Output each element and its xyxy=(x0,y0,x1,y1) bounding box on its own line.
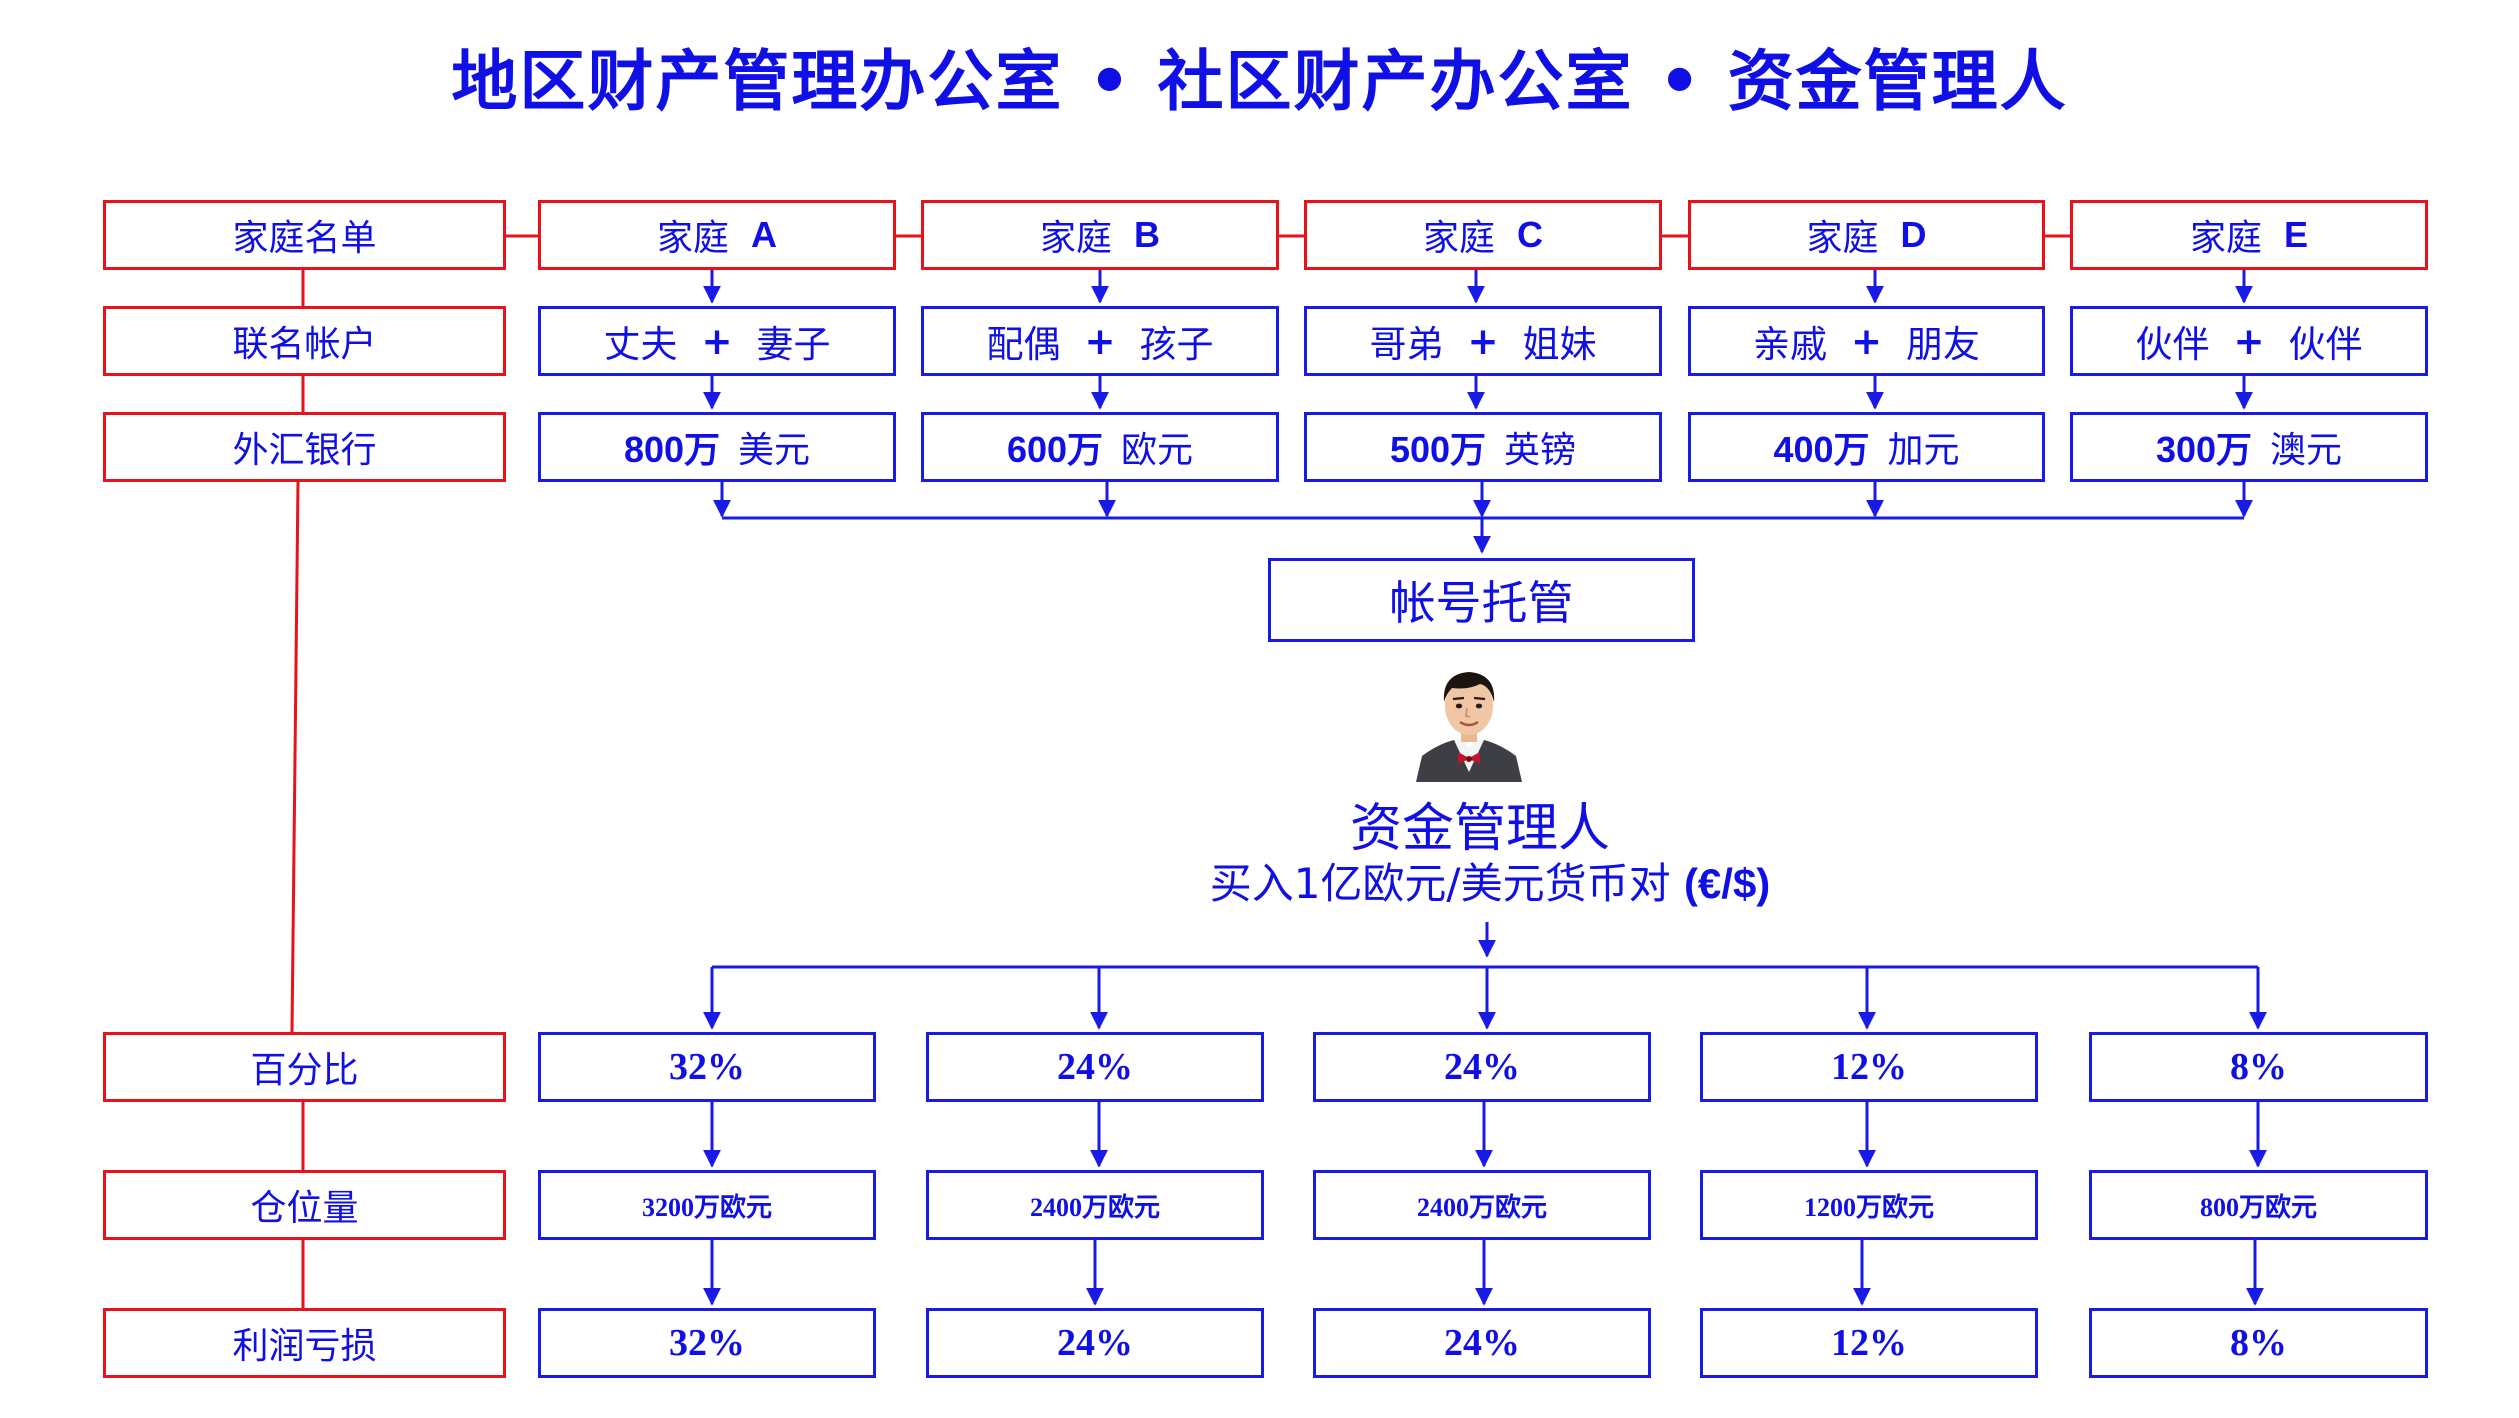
member: 孩子 xyxy=(1139,323,1214,366)
page-title: 地区财产管理办公室 • 社区财产办公室 • 资金管理人 xyxy=(451,43,2068,120)
percent-box: 24% xyxy=(926,1032,1264,1102)
joint-account-a: 丈夫 + 妻子 xyxy=(538,306,896,376)
family-box-a: 家庭 A xyxy=(538,200,896,270)
plus-sign: + xyxy=(701,319,733,363)
manager-description: 买入1亿欧元/美元货币对 (€/$) xyxy=(1060,850,1920,911)
member: 伙伴 xyxy=(2288,323,2363,366)
amount-value: 500万 xyxy=(1389,429,1487,470)
family-label: 家庭 xyxy=(1422,218,1495,259)
currency: 美元 xyxy=(738,430,811,471)
member: 伙伴 xyxy=(2135,323,2210,366)
row-label-families: 家庭名单 xyxy=(103,200,506,270)
family-label: 家庭 xyxy=(1039,218,1112,259)
position-box: 3200万欧元 xyxy=(538,1170,876,1240)
member: 朋友 xyxy=(1906,323,1980,366)
plus-sign: + xyxy=(2233,319,2265,363)
position-box: 800万欧元 xyxy=(2089,1170,2428,1240)
amount-value: 300万 xyxy=(2155,429,2253,470)
fx-amount-c: 500万英镑 xyxy=(1304,412,1662,482)
row-label-percentage: 百分比 xyxy=(103,1032,506,1102)
currency: 加元 xyxy=(1887,430,1960,471)
joint-account-e: 伙伴 + 伙伴 xyxy=(2070,306,2428,376)
percent-box: 8% xyxy=(2089,1032,2428,1102)
row-label-fx-bank: 外汇银行 xyxy=(103,412,506,482)
joint-account-d: 亲戚 + 朋友 xyxy=(1688,306,2045,376)
position-box: 2400万欧元 xyxy=(1313,1170,1651,1240)
fx-amount-e: 300万澳元 xyxy=(2070,412,2428,482)
pnl-box: 24% xyxy=(926,1308,1264,1378)
family-letter: E xyxy=(2284,214,2309,255)
currency-pair: (€/$) xyxy=(1683,860,1771,907)
amount-value: 800万 xyxy=(623,429,721,470)
percent-box: 32% xyxy=(538,1032,876,1102)
amount-value: 600万 xyxy=(1006,429,1104,470)
member: 配偶 xyxy=(986,323,1061,366)
account-custody-box: 帐号托管 xyxy=(1268,558,1695,642)
position-box: 1200万欧元 xyxy=(1700,1170,2038,1240)
pnl-box: 32% xyxy=(538,1308,876,1378)
pnl-box: 12% xyxy=(1700,1308,2038,1378)
manager-avatar-icon xyxy=(1408,660,1530,782)
row-label-position: 仓位量 xyxy=(103,1170,506,1240)
plus-sign: + xyxy=(1467,319,1499,363)
fx-amount-a: 800万美元 xyxy=(538,412,896,482)
currency: 英镑 xyxy=(1504,430,1577,471)
percent-box: 12% xyxy=(1700,1032,2038,1102)
family-letter: D xyxy=(1900,214,1927,255)
member: 妻子 xyxy=(756,323,831,366)
family-box-c: 家庭 C xyxy=(1304,200,1662,270)
family-label: 家庭 xyxy=(1806,218,1879,259)
family-box-d: 家庭 D xyxy=(1688,200,2045,270)
pnl-box: 8% xyxy=(2089,1308,2428,1378)
joint-account-b: 配偶 + 孩子 xyxy=(921,306,1279,376)
fx-amount-b: 600万欧元 xyxy=(921,412,1279,482)
fx-amount-d: 400万加元 xyxy=(1688,412,2045,482)
family-letter: B xyxy=(1134,214,1160,255)
member: 哥弟 xyxy=(1369,323,1444,366)
family-letter: C xyxy=(1517,214,1543,255)
joint-account-c: 哥弟 + 姐妹 xyxy=(1304,306,1662,376)
manager-title: 资金管理人 xyxy=(1349,799,1610,859)
member: 丈夫 xyxy=(603,323,678,366)
row-label-pnl: 利润亏损 xyxy=(103,1308,506,1378)
pnl-box: 24% xyxy=(1313,1308,1651,1378)
family-letter: A xyxy=(751,214,777,255)
plus-sign: + xyxy=(1084,319,1116,363)
position-box: 2400万欧元 xyxy=(926,1170,1264,1240)
percent-box: 24% xyxy=(1313,1032,1651,1102)
amount-value: 400万 xyxy=(1773,429,1870,470)
member: 姐妹 xyxy=(1522,323,1597,366)
family-box-b: 家庭 B xyxy=(921,200,1279,270)
member: 亲戚 xyxy=(1752,323,1827,366)
family-box-e: 家庭 E xyxy=(2070,200,2428,270)
currency: 澳元 xyxy=(2270,430,2343,471)
family-label: 家庭 xyxy=(656,218,729,259)
row-label-joint-accounts: 联名帐户 xyxy=(103,306,506,376)
family-label: 家庭 xyxy=(2189,218,2262,259)
currency: 欧元 xyxy=(1121,430,1194,471)
manager-trade: 买入1亿欧元/美元货币对 xyxy=(1209,859,1684,908)
plus-sign: + xyxy=(1850,319,1882,363)
